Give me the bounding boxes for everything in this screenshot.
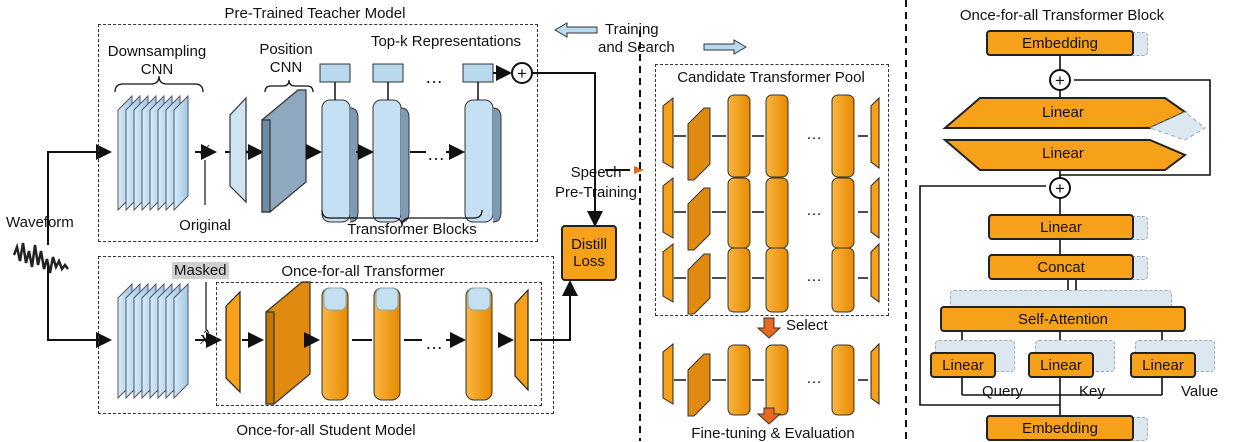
topk-label: Top-k Representations — [370, 33, 522, 50]
student-transformer-blocks — [321, 287, 493, 401]
embedding-top-box: Embedding — [986, 30, 1134, 56]
pool-dots-4: … — [806, 370, 822, 387]
finetune-arrow — [756, 407, 782, 425]
ofa-transformer-label: Once-for-all Transformer — [281, 263, 445, 280]
block-sum-node-lower — [1049, 177, 1071, 199]
student-downsampling-stack — [117, 282, 189, 400]
finetune-label: Fine-tuning & Evaluation — [691, 425, 855, 442]
speech-label-1: Speech — [570, 164, 622, 181]
distill-label-2: Loss — [573, 253, 605, 270]
block-title: Once-for-all Transformer Block — [959, 7, 1165, 24]
teacher-transformer-blocks — [319, 63, 502, 223]
linear-1-shape — [942, 97, 1188, 129]
legend-search: and Search — [598, 39, 675, 56]
candidate-pool-graphics — [662, 94, 880, 417]
select-arrow — [756, 317, 782, 339]
downsampling-label-2: CNN — [140, 61, 174, 78]
distill-label-1: Distill — [571, 236, 607, 253]
student-dots: … — [425, 333, 443, 353]
search-arrow-right — [703, 39, 747, 55]
ofa-transformer-box — [216, 282, 542, 406]
linear-v-box: Linear — [1130, 352, 1196, 378]
pool-dots-3: … — [806, 268, 822, 285]
downsampling-label-1: Downsampling — [107, 43, 207, 60]
topk-dots: … — [425, 67, 443, 87]
select-label: Select — [786, 317, 828, 334]
embedding-bottom-box: Embedding — [986, 415, 1134, 441]
position-label-1: Position — [259, 41, 313, 58]
distill-loss-box: Distill Loss — [561, 225, 617, 281]
student-box — [98, 256, 554, 414]
linear-k-box: Linear — [1028, 352, 1094, 378]
pool-dots-1: … — [806, 126, 822, 143]
linear-3-box: Linear — [988, 214, 1134, 240]
self-attention-box: Self-Attention — [940, 306, 1186, 332]
value-label: Value — [1181, 383, 1219, 400]
linear-2-shape — [942, 139, 1187, 171]
concat-box: Concat — [988, 254, 1134, 280]
linear-q-box: Linear — [930, 352, 996, 378]
teacher-title: Pre-Trained Teacher Model — [224, 5, 406, 22]
linear-2-label: Linear — [1042, 145, 1084, 162]
waveform-label: Waveform — [6, 214, 74, 231]
query-label: Query — [982, 383, 1023, 400]
speech-label-2: Pre-Training — [555, 184, 637, 201]
linear-1-label: Linear — [1042, 104, 1084, 121]
original-label: Original — [179, 217, 231, 234]
legend-training: Training — [605, 21, 659, 38]
candidate-pool-box — [655, 64, 889, 316]
pool-dots-2: … — [806, 202, 822, 219]
teacher-dots: … — [427, 144, 445, 164]
student-title: Once-for-all Student Model — [236, 422, 416, 439]
position-label-2: CNN — [269, 59, 303, 76]
xhat-symbol: x̂ — [199, 328, 211, 349]
x-symbol: x — [199, 138, 211, 159]
lower-plus: + — [1055, 179, 1065, 198]
block-sum-node-upper — [1049, 69, 1071, 91]
teacher-downsampling-stack — [117, 94, 189, 212]
teacher-box — [98, 24, 538, 242]
masked-label: Masked — [172, 262, 229, 279]
waveform-graphic — [12, 242, 69, 274]
candidate-pool-title: Candidate Transformer Pool — [677, 69, 865, 86]
training-arrow-left — [554, 22, 598, 38]
teacher-plus: + — [517, 64, 527, 83]
key-label: Key — [1079, 383, 1105, 400]
upper-plus: + — [1055, 71, 1065, 90]
transformer-blocks-label: Transformer Blocks — [347, 221, 477, 238]
